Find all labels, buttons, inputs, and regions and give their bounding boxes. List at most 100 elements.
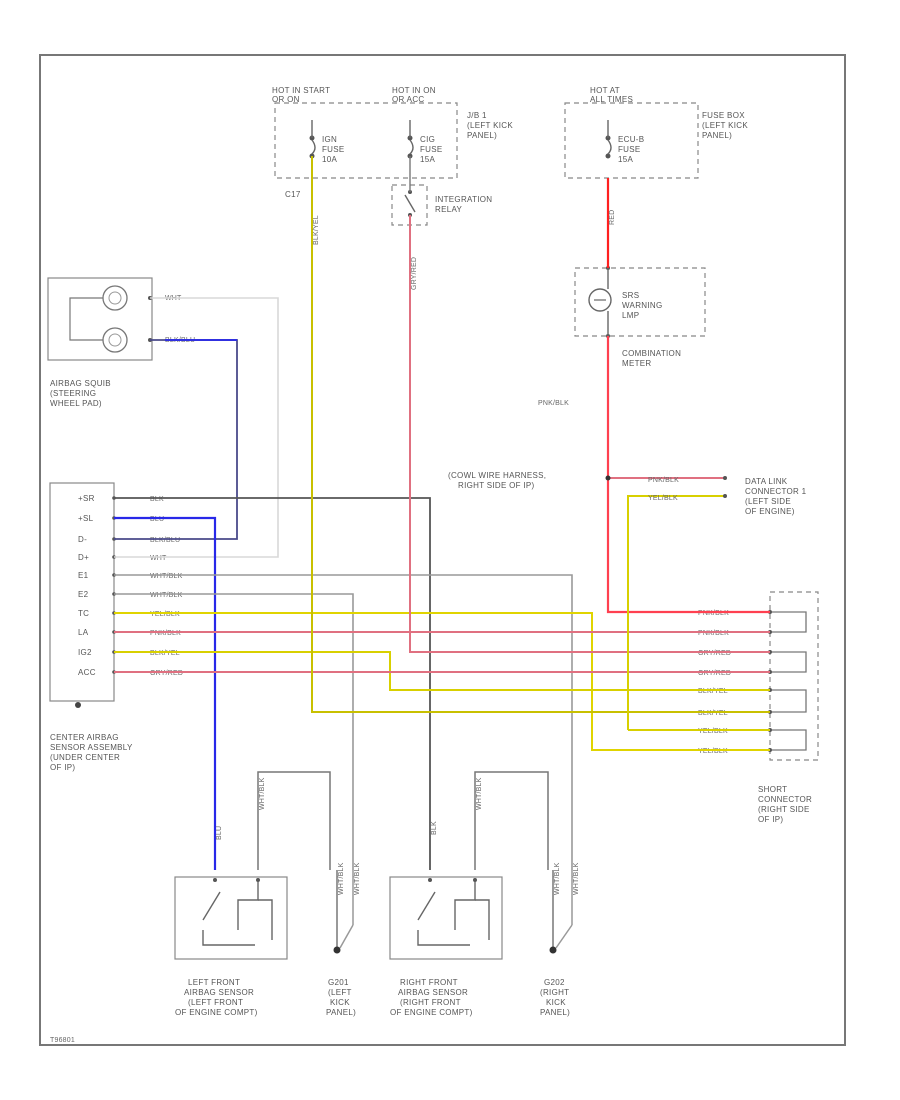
airbag-squib-line2: (STEERING: [50, 389, 96, 398]
g201-label-line2: (LEFT: [328, 988, 352, 997]
short-connector-wire-4: BLK/YEL: [698, 688, 728, 695]
wire-e2: [114, 593, 354, 870]
short-connector-wire-5: BLK/YEL: [698, 710, 728, 717]
fuse1-hot-line2: OR ON: [272, 95, 300, 104]
connector-c17-label: C17: [285, 190, 301, 199]
meter-riser-wire-label: PNK/BLK: [538, 400, 569, 407]
short-connector-label-line2: CONNECTOR: [758, 795, 812, 804]
wire-plus-sr: [114, 497, 431, 870]
center-sensor-wire-9: GRY/RED: [150, 670, 183, 677]
fuse2-hot-line2: OR ACC: [392, 95, 424, 104]
splice-label-line2: RIGHT SIDE OF IP): [458, 481, 535, 490]
center-sensor-pin-1: +SL: [78, 514, 94, 523]
fuse-group-right: HOT AT ALL TIMES ECU-B FUSE 15A FUSE BOX…: [564, 86, 748, 179]
center-sensor-label-line4: OF IP): [50, 763, 75, 772]
wire-lf-ground: [257, 771, 331, 870]
short-connector-label-line4: OF IP): [758, 815, 783, 824]
lf-sensor-label-line1: LEFT FRONT: [188, 978, 240, 987]
short-connector-wire-0: PNK/BLK: [698, 610, 729, 617]
short-connector-jumper-1: [772, 651, 807, 673]
rf-sensor-wire-a: BLK: [431, 821, 438, 835]
short-connector-jumper-0: [772, 611, 807, 633]
srs-lamp-line3: LMP: [622, 311, 639, 320]
left-front-sensor: BLU WHT/BLK LEFT FRONT AIRBAG SENSOR (LE…: [174, 777, 288, 1017]
center-sensor-wire-7: PNK/BLK: [150, 630, 181, 637]
g201-label-line3: KICK: [330, 998, 350, 1007]
fusebox-line3: PANEL): [702, 131, 732, 140]
short-connector-wire-1: PNK/BLK: [698, 630, 729, 637]
g201-label-line4: PANEL): [326, 1008, 356, 1017]
wire-meter-down: [606, 336, 770, 614]
fuse1-hot-line1: HOT IN START: [272, 86, 330, 95]
rg-wire-a: WHT/BLK: [554, 862, 561, 895]
dlc-line2: CONNECTOR 1: [745, 487, 807, 496]
fuse3-riser-wire-label: RED: [609, 210, 616, 225]
rf-sensor-label-line3: (RIGHT FRONT: [400, 998, 461, 1007]
center-sensor-pin-5: E2: [78, 590, 89, 599]
center-sensor-pin-7: LA: [78, 628, 89, 637]
wire-e1: [114, 574, 573, 870]
splice-label-line1: (COWL WIRE HARNESS,: [448, 471, 546, 480]
wires: [114, 156, 770, 870]
center-sensor-wire-1: BLU: [150, 516, 164, 523]
diagram-frame: [39, 54, 846, 1046]
fuse3-hot-line2: ALL TIMES: [590, 95, 633, 104]
ground-g202: WHT/BLK WHT/BLK G202 (RIGHT KICK PANEL): [540, 862, 580, 1017]
g202-label-line4: PANEL): [540, 1008, 570, 1017]
center-sensor-pin-9: ACC: [78, 668, 96, 677]
center-sensor-pin-0: +SR: [78, 494, 95, 503]
srs-lamp-line1: SRS: [622, 291, 639, 300]
fuse3-rating: 15A: [618, 155, 633, 164]
cig-riser-wire-label: GRY/RED: [411, 257, 418, 290]
short-connector-wire-2: GRY/RED: [698, 650, 731, 657]
rf-sensor-label-line2: AIRBAG SENSOR: [398, 988, 468, 997]
center-sensor-label-line2: SENSOR ASSEMBLY: [50, 743, 133, 752]
srs-lamp-line2: WARNING: [622, 301, 662, 310]
g202-label-line1: G202: [544, 978, 565, 987]
ground-g201: WHT/BLK WHT/BLK G201 (LEFT KICK PANEL): [326, 862, 361, 1017]
wire-ign-riser: [311, 156, 770, 713]
center-sensor-pin-8: IG2: [78, 648, 92, 657]
integration-relay-line1: INTEGRATION: [435, 195, 492, 204]
fuse3-name: ECU-B: [618, 135, 644, 144]
fuse2-type: FUSE: [420, 145, 443, 154]
g202-label-line2: (RIGHT: [540, 988, 569, 997]
combination-meter-line1: COMBINATION: [622, 349, 681, 358]
g202-label-line3: KICK: [546, 998, 566, 1007]
dlc-line4: OF ENGINE): [745, 507, 795, 516]
airbag-squib-line3: WHEEL PAD): [50, 399, 102, 408]
integration-relay-line2: RELAY: [435, 205, 463, 214]
short-connector: PNK/BLK PNK/BLK GRY/RED GRY/RED BLK/YEL BLK/Y…: [698, 591, 819, 824]
center-sensor-wire-8: BLK/YEL: [150, 650, 180, 657]
figure-id: T96801: [50, 1037, 75, 1044]
fusebox-line1: FUSE BOX: [702, 111, 745, 120]
wire-plus-sl: [114, 516, 217, 870]
wire-rf-ground: [474, 771, 549, 870]
wire-tc: [114, 612, 770, 751]
airbag-squib-line1: AIRBAG SQUIB: [50, 379, 111, 388]
splice-wire-yel: YEL/BLK: [648, 495, 678, 502]
short-connector-label-line3: (RIGHT SIDE: [758, 805, 810, 814]
rf-sensor-wire-b: WHT/BLK: [476, 777, 483, 810]
fuse1-rating: 10A: [322, 155, 337, 164]
wire-cig-riser: [409, 215, 770, 653]
dlc-line3: (LEFT SIDE: [745, 497, 791, 506]
fuse3-type: FUSE: [618, 145, 641, 154]
short-connector-wire-7: YEL/BLK: [698, 748, 728, 755]
wire-squib-white: [114, 297, 279, 558]
lg-wire-b: WHT/BLK: [354, 862, 361, 895]
fuse1-name: IGN: [322, 135, 337, 144]
short-connector-wire-3: GRY/RED: [698, 670, 731, 677]
wire-dlc-yel: [627, 495, 725, 730]
center-sensor-wire-6: YEL/BLK: [150, 611, 180, 618]
right-front-sensor: BLK WHT/BLK RIGHT FRONT AIRBAG SENSOR (R…: [389, 777, 503, 1017]
jb1-line3: PANEL): [467, 131, 497, 140]
jb1-line2: (LEFT KICK: [467, 121, 513, 130]
integration-relay: INTEGRATION RELAY: [391, 184, 492, 226]
center-sensor-wire-4: WHT/BLK: [150, 573, 183, 580]
short-connector-wire-6: YEL/BLK: [698, 728, 728, 735]
center-sensor-wire-2: BLK/BLU: [150, 537, 180, 544]
jb1-line1: J/B 1: [467, 111, 487, 120]
